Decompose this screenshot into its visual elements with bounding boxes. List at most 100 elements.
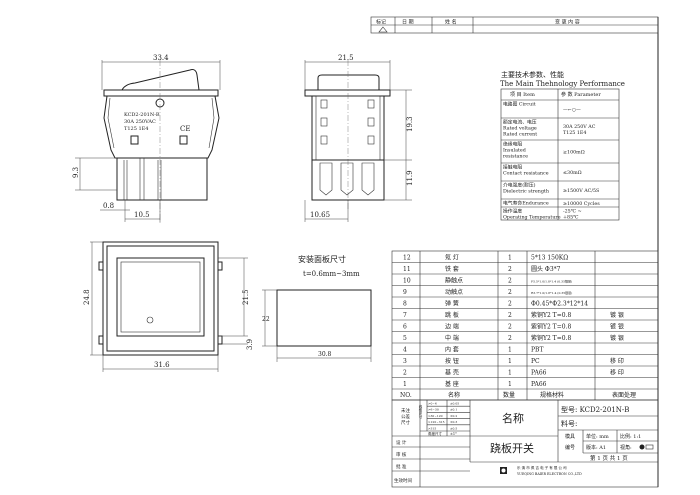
parts-qty: 1 [508,347,512,354]
part-number: 料号: [561,419,577,428]
parts-qty: 2 [508,289,512,296]
spec-value: ≥100mΩ [563,150,585,156]
tolerance-range: >315 [428,426,436,430]
tolerance-value: ±0.5 [450,426,457,430]
spec-item: 操作温度 [503,208,522,215]
parts-spec: PBT [531,347,543,354]
dim-panel-height: 22 [262,316,270,323]
spec-item: 电气寿命Endurance [503,200,549,207]
dim-side-bottom: 10.65 [310,211,330,219]
spec-value: —⌐○— [563,108,581,113]
spec-value: ≥1500V AC/5S [563,188,599,194]
role-review: 审 核 [396,451,407,458]
front-window-right [179,135,188,145]
dim-front-left-height: 9.3 [72,167,80,178]
role-approve: 批 准 [396,463,407,470]
parts-header-finish: 表面处理 [612,391,636,399]
company-name-cn: 乐 清 市 佩 吉 电 子 有 限 公 司 [517,465,567,470]
parts-name: 跳 板 [445,311,459,319]
role-effective-date: 生效时间 [394,477,412,484]
dim-pin-width: 0.8 [103,202,114,210]
spec-value: ≥10000 Cycles [563,201,600,207]
parts-spec: PC [531,358,540,365]
spec-item: resistance [503,154,528,160]
parts-finish: 移 印 [610,369,624,377]
angle-label: 角度尺寸 [428,431,442,436]
parts-header-no: NO. [400,392,412,399]
parts-name: 弹 簧 [445,300,459,308]
specs-title-cn: 主要技术参数、性能 [501,70,564,79]
parts-header-spec: 规格材料 [540,391,564,399]
parts-name: 静触点 [445,277,463,285]
dim-bottom-inner: 21.5 [242,289,250,305]
spec-item: Insulated [503,148,526,154]
page-number: 第 1 页 共 1 页 [590,454,628,462]
parts-spec: 5*13 150KΩ [531,255,568,262]
spec-item: Dielectric strength [503,189,549,195]
bottom-view: 24.8 21.5 3.9 31.6 [83,241,254,372]
front-label-rating: 30A 250VAC [124,119,156,125]
ce-mark: CE [180,125,190,133]
specs-header-item: 项 目 Item [510,92,535,98]
spec-item: Rated current [503,132,537,138]
parts-no: 10 [403,278,411,285]
tolerance-range: >0~6 [428,402,437,406]
parts-finish: 镀 银 [610,311,624,319]
view-label: 视角: [620,444,632,451]
mold-label-2: 编号 [565,444,575,451]
parts-header-qty: 数量 [503,391,515,399]
parts-qty: 2 [508,278,512,285]
title-block: 线性尺寸>0~6±0.05>6~30±0.1>30~120±0.2>120~31… [391,399,659,488]
parts-qty: 2 [508,301,512,308]
linear-label: 线性尺寸 [418,404,423,420]
company-logo-icon [500,467,507,474]
parts-no: 2 [403,370,407,377]
dim-bottom-small: 3.9 [246,339,254,350]
parts-qty: 1 [508,358,512,365]
parts-name: 动触点 [445,288,463,296]
rev-header-name: 姓 名 [445,19,457,26]
parts-name: 中 端 [445,334,459,342]
parts-finish: 移 印 [610,357,624,365]
parts-no: 5 [403,335,407,342]
parts-name: 按 钮 [445,357,459,365]
dim-pin-spacing: 10.5 [134,211,150,219]
spec-item: 电路图 Circuit [503,101,536,108]
parts-spec: 紫铜Y2 T=0.8 [531,323,571,331]
parts-qty: 2 [508,324,512,331]
dim-side-width: 21.5 [338,54,354,62]
specs-title-en: The Main Thehnology Performance [500,80,625,88]
rev-header-date: 日 期 [402,20,414,26]
parts-header-name: 名称 [448,391,460,399]
mold-label-1: 模具 [565,433,575,440]
parts-no: 8 [403,301,407,308]
parts-spec: 紫铜Y2 T=0.8 [531,311,571,319]
dim-side-lower: 11.9 [406,170,414,186]
rev-header-content: 变 更 内 容 [555,19,580,26]
parts-spec: R3.7*1.0/1.8*1.4 (0.35银层) [531,290,572,295]
front-label-temp: T125 1E4 [124,126,148,132]
parts-name: 基 壳 [445,369,459,377]
company-name-en: YUEQING BAIER ELECTRON CO.,LTD [516,472,582,476]
version: 版本: A1 [586,444,606,451]
unit: 单位: mm [586,433,609,440]
parts-qty: 1 [508,255,512,262]
tolerance-label-3: 尺寸 [401,419,410,426]
parts-no: 9 [403,289,407,296]
tolerance-value: ±0.3 [450,420,457,424]
parts-name: 基 座 [445,380,459,388]
dim-bottom-width: 31.6 [154,361,170,369]
parts-spec: Φ0.45*Φ2.3*12*14 [531,301,588,308]
parts-name: 氖 灯 [445,254,459,262]
parts-name: 边 端 [445,323,459,331]
tolerance-label-1: 未注 [401,407,410,414]
parts-name: 铁 套 [445,265,459,273]
